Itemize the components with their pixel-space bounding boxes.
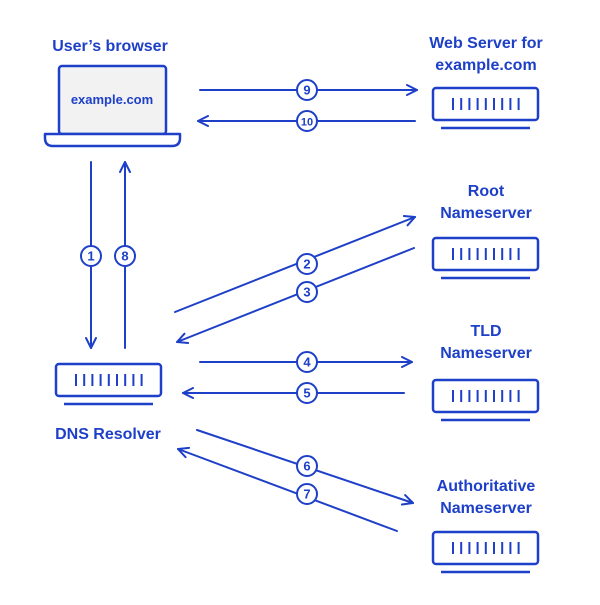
step-badge-5: 5 — [296, 382, 318, 404]
server-icon — [431, 378, 540, 422]
step-number: 8 — [121, 249, 128, 264]
step-number: 10 — [301, 117, 313, 129]
step-badge-7: 7 — [296, 483, 318, 505]
step-badge-6: 6 — [296, 455, 318, 477]
step-number: 1 — [87, 249, 94, 264]
step-number: 5 — [303, 386, 310, 401]
step-number: 2 — [303, 257, 310, 272]
server-icon — [54, 362, 163, 406]
browser-screen-url: example.com — [71, 92, 153, 107]
step-badge-10: 10 — [296, 110, 318, 132]
laptop-icon: example.com — [43, 64, 182, 148]
step-number: 3 — [303, 285, 310, 300]
server-icon — [431, 530, 540, 574]
authoritative-nameserver-label: Authoritative Nameserver — [436, 478, 536, 517]
step-badge-3: 3 — [296, 281, 318, 303]
arrow-step-3 — [176, 247, 415, 344]
server-icon — [431, 236, 540, 280]
step-number: 7 — [303, 487, 310, 502]
step-badge-1: 1 — [80, 245, 102, 267]
step-badge-2: 2 — [296, 253, 318, 275]
step-badge-4: 4 — [296, 351, 318, 373]
step-number: 6 — [303, 459, 310, 474]
step-badge-9: 9 — [296, 79, 318, 101]
step-number: 4 — [303, 355, 311, 370]
root-nameserver-label: Root Nameserver — [440, 183, 532, 222]
dns-resolver-label: DNS Resolver — [55, 426, 161, 443]
step-badge-8: 8 — [114, 245, 136, 267]
web-server-label: Web Server for example.com — [429, 35, 543, 74]
server-icon — [431, 86, 540, 130]
tld-nameserver-label: TLD Nameserver — [440, 323, 532, 362]
arrow-step-7 — [177, 446, 398, 532]
browser-label: User’s browser — [52, 38, 168, 55]
step-number: 9 — [303, 83, 310, 98]
arrow-step-2 — [174, 215, 416, 313]
